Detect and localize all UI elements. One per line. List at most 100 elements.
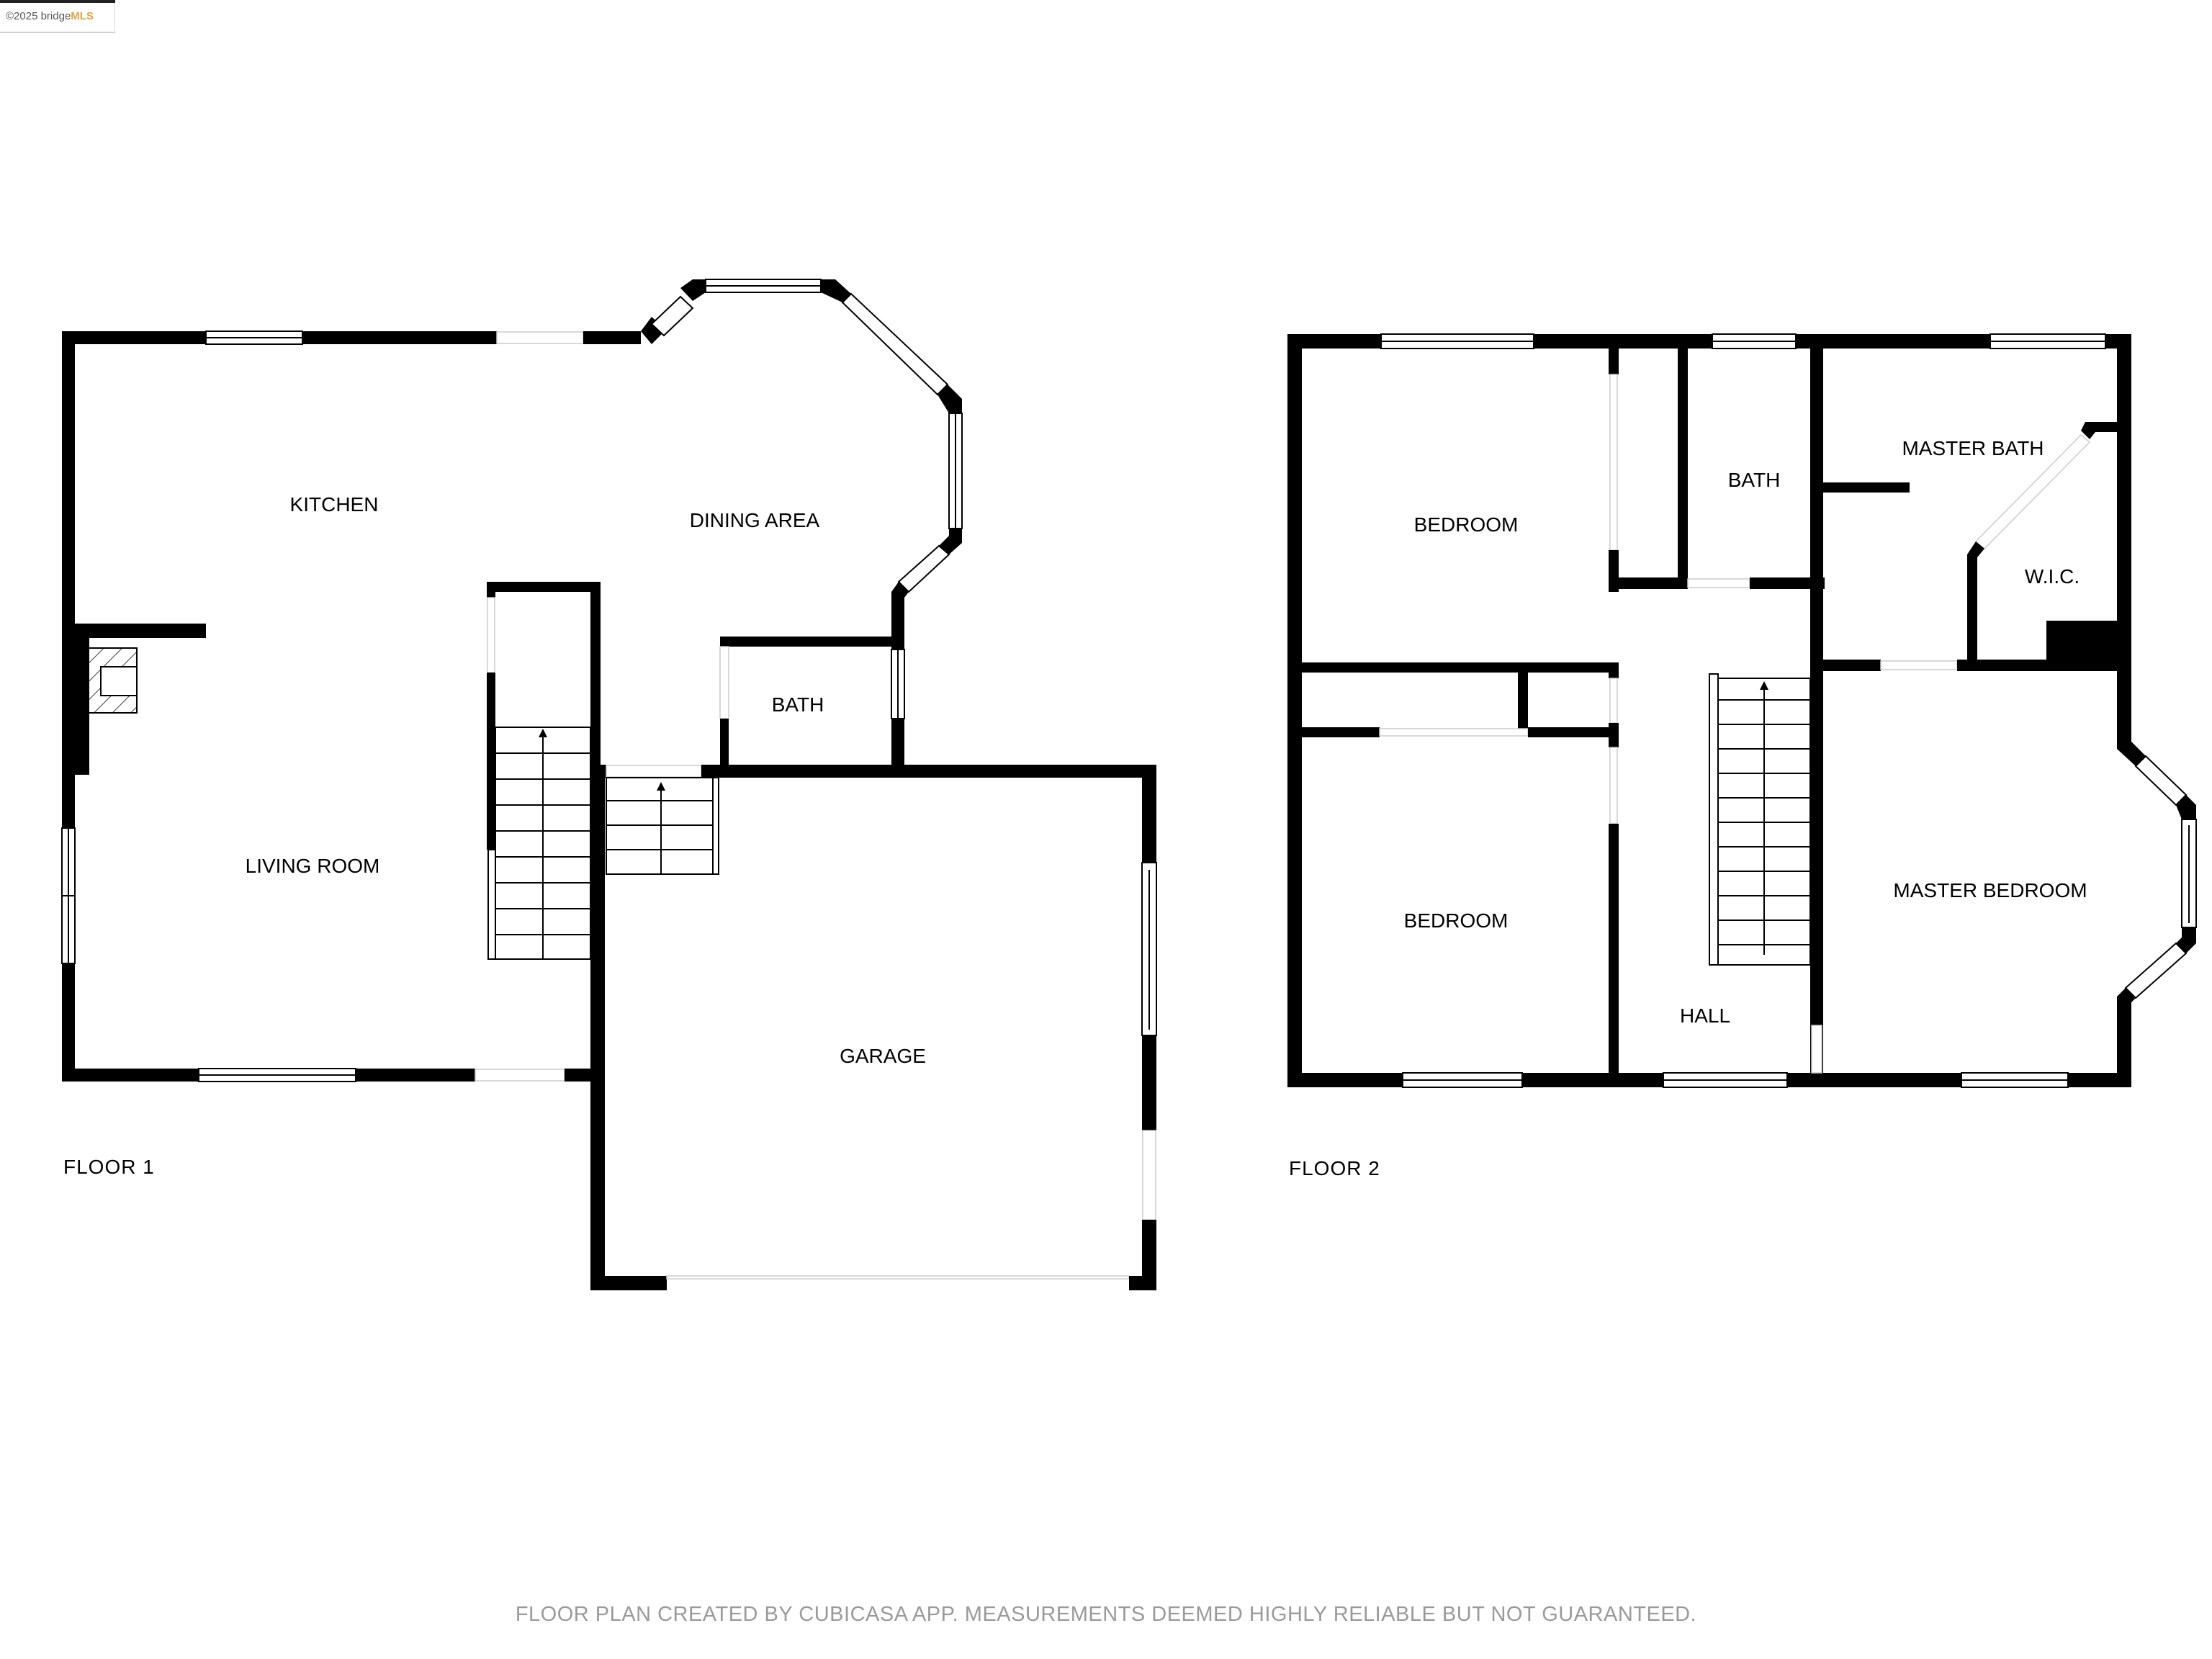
room-label-dining-area: DINING AREA bbox=[690, 509, 820, 531]
wall bbox=[583, 331, 641, 344]
wall bbox=[487, 582, 599, 592]
floor1-label: FLOOR 1 bbox=[63, 1156, 155, 1178]
floor2-plan: BEDROOM BATH MASTER BATH W.I.C. BEDROOM … bbox=[1287, 333, 2197, 1179]
wall bbox=[641, 317, 666, 344]
wall bbox=[1787, 1073, 1961, 1087]
wall bbox=[720, 637, 904, 647]
doorway bbox=[1880, 660, 1958, 670]
watermark-top-bar bbox=[0, 0, 115, 3]
wall bbox=[1823, 660, 1881, 671]
wall bbox=[2117, 742, 2146, 766]
floor1-plan: KITCHEN DINING AREA BATH LIVING ROOM GAR… bbox=[61, 279, 1157, 1290]
doorway bbox=[719, 646, 729, 719]
wall bbox=[1142, 1035, 1156, 1130]
wall bbox=[1302, 662, 1619, 673]
doorway bbox=[475, 1069, 565, 1082]
wall bbox=[821, 279, 851, 302]
window bbox=[2124, 942, 2188, 999]
doorway bbox=[1609, 678, 1618, 724]
disclaimer-footer: FLOOR PLAN CREATED BY CUBICASA APP. MEAS… bbox=[515, 1603, 1697, 1626]
doorway bbox=[1142, 1130, 1156, 1220]
wall bbox=[1609, 577, 1688, 589]
window bbox=[841, 292, 949, 396]
wall bbox=[891, 719, 904, 773]
wall bbox=[590, 765, 605, 1290]
wall bbox=[2176, 927, 2196, 953]
room-label-living-room: LIVING ROOM bbox=[246, 855, 380, 877]
staircase bbox=[606, 777, 719, 875]
wall bbox=[1287, 1073, 1403, 1087]
wall bbox=[1518, 662, 1528, 736]
wall bbox=[2117, 334, 2131, 745]
wall bbox=[1287, 334, 1302, 1087]
room-label-bath: BATH bbox=[1728, 469, 1781, 491]
floor2-label: FLOOR 2 bbox=[1289, 1157, 1380, 1179]
wall bbox=[487, 582, 495, 598]
wall bbox=[1967, 541, 1984, 665]
room-label-bedroom: BEDROOM bbox=[1404, 909, 1509, 932]
wall bbox=[2081, 422, 2117, 439]
wall bbox=[1609, 824, 1619, 1073]
wall bbox=[590, 1276, 667, 1290]
fireplace-icon bbox=[84, 647, 138, 714]
window bbox=[897, 544, 950, 593]
wall bbox=[1823, 482, 1910, 493]
wall bbox=[1302, 727, 1380, 737]
wall bbox=[487, 673, 495, 850]
wall bbox=[938, 385, 962, 413]
wall bbox=[680, 279, 706, 301]
doorway bbox=[606, 765, 702, 778]
wall bbox=[2068, 1073, 2131, 1087]
arrow-up-icon bbox=[1760, 681, 1768, 690]
wall bbox=[1678, 349, 1688, 586]
staircase bbox=[1709, 673, 1811, 966]
wall bbox=[1528, 727, 1619, 737]
wall bbox=[1142, 1220, 1156, 1290]
wall bbox=[356, 1069, 475, 1082]
wall bbox=[565, 1069, 593, 1082]
wall bbox=[1522, 1073, 1663, 1087]
room-label-kitchen: KITCHEN bbox=[290, 493, 379, 516]
wall bbox=[720, 637, 729, 647]
wall bbox=[891, 582, 909, 609]
arrow-up-icon bbox=[657, 782, 665, 791]
wall bbox=[62, 331, 206, 344]
wall bbox=[62, 963, 75, 1082]
wall bbox=[939, 529, 962, 554]
wall bbox=[1142, 765, 1156, 863]
room-label-hall: HALL bbox=[1680, 1004, 1730, 1027]
room-label-wic: W.I.C. bbox=[2025, 565, 2080, 588]
staircase bbox=[487, 727, 591, 960]
garage-door bbox=[666, 1275, 1130, 1280]
wall bbox=[1609, 662, 1619, 678]
wall bbox=[2117, 988, 2136, 1087]
doorway bbox=[1811, 1025, 1822, 1074]
watermark-copyright: ©2025 bridge bbox=[6, 9, 71, 22]
wall bbox=[720, 719, 729, 773]
room-label-garage: GARAGE bbox=[840, 1045, 926, 1067]
doorway bbox=[496, 331, 584, 344]
wall bbox=[1609, 349, 1619, 374]
window bbox=[650, 295, 694, 337]
room-label-master-bedroom: MASTER BEDROOM bbox=[1893, 879, 2087, 902]
window bbox=[2134, 755, 2188, 806]
wall bbox=[62, 624, 206, 638]
floor2-room-labels: BEDROOM BATH MASTER BATH W.I.C. BEDROOM … bbox=[1404, 437, 2087, 1027]
wall bbox=[1810, 349, 1823, 1087]
room-label-bath: BATH bbox=[772, 693, 824, 716]
watermark-brand: MLS bbox=[71, 9, 94, 22]
wall bbox=[302, 331, 497, 344]
room-label-bedroom: BEDROOM bbox=[1414, 513, 1519, 536]
doorway bbox=[1609, 747, 1618, 824]
room-label-master-bath: MASTER BATH bbox=[1902, 437, 2044, 459]
floor1-room-labels: KITCHEN DINING AREA BATH LIVING ROOM GAR… bbox=[246, 493, 926, 1067]
closet-door bbox=[1379, 728, 1529, 737]
wall bbox=[62, 331, 75, 828]
doorway bbox=[1609, 374, 1618, 551]
wall bbox=[1750, 577, 1825, 589]
wall bbox=[62, 1069, 199, 1082]
wall bbox=[701, 765, 1156, 778]
wall bbox=[1287, 334, 1381, 349]
